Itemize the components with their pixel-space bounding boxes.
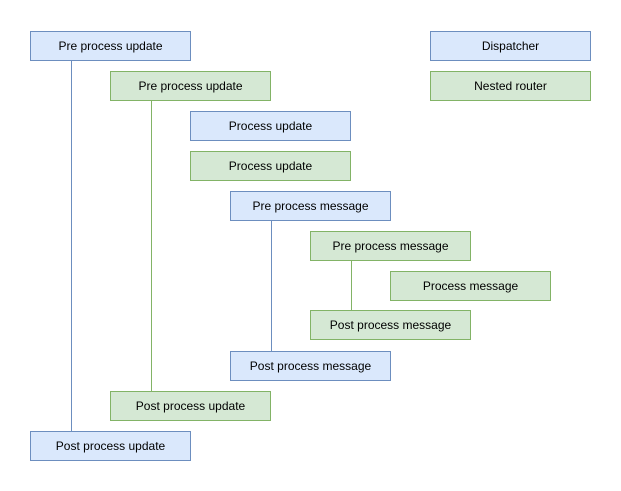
node-label-pre-process-update-green: Pre process update [138,79,243,93]
node-label-nested-router: Nested router [474,79,547,93]
node-post-process-update-blue[interactable]: Post process update [30,431,191,461]
node-label-process-message-green: Process message [422,279,519,293]
connector-update-span-green[interactable] [151,101,152,391]
node-label-process-update-blue: Process update [228,119,313,133]
connector-message-span-green[interactable] [351,261,352,310]
node-label-post-process-message-blue: Post process message [249,359,372,373]
node-pre-process-message-green[interactable]: Pre process message [310,231,471,261]
node-post-process-message-green[interactable]: Post process message [310,310,471,340]
node-process-update-green[interactable]: Process update [190,151,351,181]
node-label-dispatcher: Dispatcher [481,39,540,53]
node-label-pre-process-update-blue: Pre process update [58,39,163,53]
node-pre-process-update-green[interactable]: Pre process update [110,71,271,101]
node-nested-router[interactable]: Nested router [430,71,591,101]
node-label-post-process-update-green: Post process update [135,399,246,413]
connector-update-span-blue[interactable] [71,61,72,431]
node-label-process-update-green: Process update [228,159,313,173]
node-process-update-blue[interactable]: Process update [190,111,351,141]
node-label-pre-process-message-green: Pre process message [332,239,449,253]
connector-message-span-blue[interactable] [271,221,272,351]
node-label-post-process-update-blue: Post process update [55,439,166,453]
node-dispatcher[interactable]: Dispatcher [430,31,591,61]
node-label-pre-process-message-blue: Pre process message [252,199,369,213]
node-post-process-update-green[interactable]: Post process update [110,391,271,421]
node-process-message-green[interactable]: Process message [390,271,551,301]
node-post-process-message-blue[interactable]: Post process message [230,351,391,381]
node-pre-process-message-blue[interactable]: Pre process message [230,191,391,221]
node-pre-process-update-blue[interactable]: Pre process update [30,31,191,61]
node-label-post-process-message-green: Post process message [329,318,452,332]
